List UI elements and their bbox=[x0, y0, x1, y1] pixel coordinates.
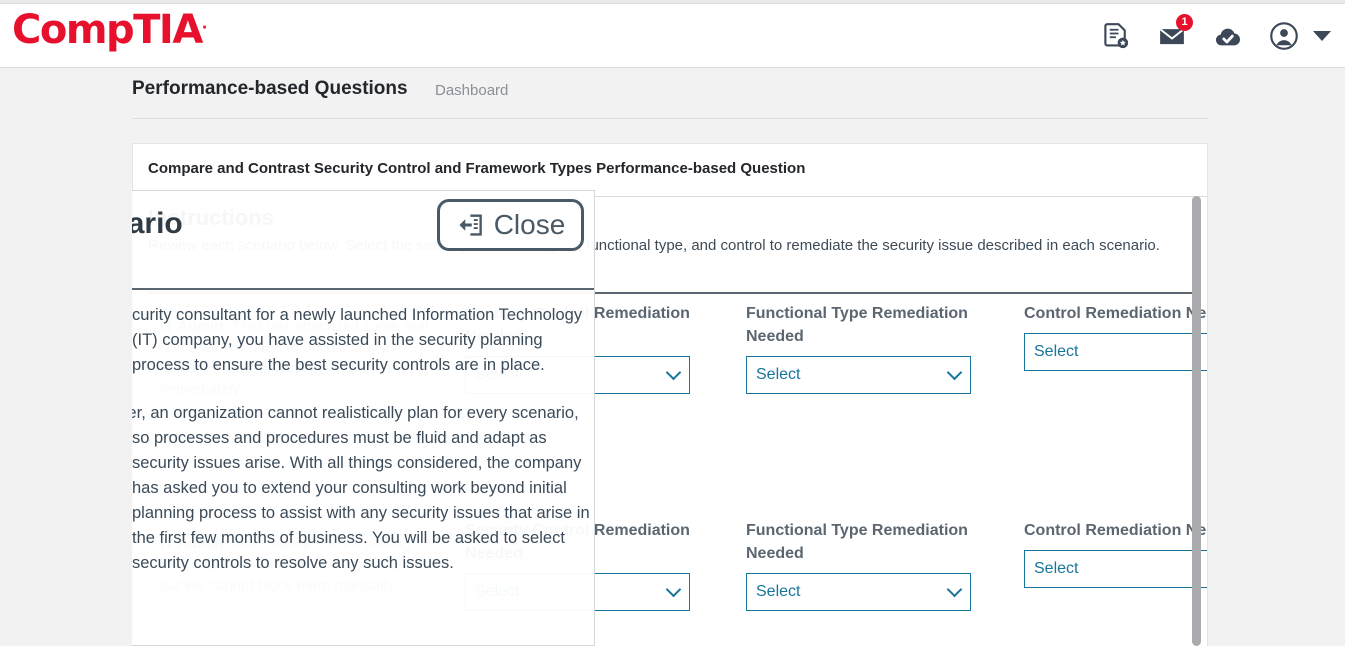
logo-text: CompTIA bbox=[12, 7, 203, 53]
column-header: Functional Type Remediation Needed bbox=[746, 305, 968, 345]
chevron-down-icon bbox=[946, 364, 963, 381]
scenario-modal-title: Scenario bbox=[132, 207, 183, 240]
breadcrumb-dashboard-link[interactable]: Dashboard bbox=[435, 82, 509, 99]
page-title: Performance-based Questions bbox=[132, 78, 408, 99]
control-remediation-cell: Control Remediation Needed Select bbox=[1024, 519, 1207, 588]
account-circle-icon[interactable] bbox=[1269, 21, 1299, 51]
control-remediation-cell: Control Remediation Needed Select bbox=[1024, 302, 1207, 371]
page-title-divider bbox=[132, 118, 1208, 119]
control-remediation-select[interactable]: Select bbox=[1024, 333, 1207, 371]
app-header: CompTIA. 1 bbox=[0, 4, 1345, 68]
select-value: Select bbox=[1034, 343, 1079, 360]
column-header: Functional Type Remediation Needed bbox=[746, 522, 968, 562]
scenario-modal-divider bbox=[132, 288, 594, 290]
document-star-icon[interactable] bbox=[1101, 21, 1131, 51]
vertical-scrollbar-thumb[interactable] bbox=[1192, 196, 1201, 646]
control-remediation-select[interactable]: Select bbox=[1024, 550, 1207, 588]
functional-type-select[interactable]: Select bbox=[746, 356, 971, 394]
scenario-modal-body: As a security consultant for a newly lau… bbox=[132, 303, 594, 576]
exit-arrow-icon bbox=[456, 210, 486, 240]
functional-type-cell: Functional Type Remediation Needed Selec… bbox=[746, 302, 1022, 394]
cloud-check-icon[interactable] bbox=[1213, 21, 1243, 51]
close-button[interactable]: Close bbox=[437, 199, 584, 251]
chevron-down-icon bbox=[665, 581, 682, 598]
vertical-scrollbar-track[interactable] bbox=[1192, 196, 1201, 646]
envelope-icon[interactable]: 1 bbox=[1157, 14, 1193, 51]
select-value: Select bbox=[1034, 560, 1079, 577]
select-value: Select bbox=[756, 583, 801, 600]
comptia-logo[interactable]: CompTIA. bbox=[12, 7, 208, 53]
scenario-modal: Scenario Close As a security consultant … bbox=[132, 190, 595, 646]
envelope-badge-count: 1 bbox=[1176, 14, 1193, 31]
logo-trademark: . bbox=[201, 14, 208, 33]
page-header-row: Performance-based Questions Dashboard bbox=[132, 78, 1208, 118]
close-button-label: Close bbox=[493, 209, 566, 240]
scenario-paragraph-1: As a security consultant for a newly lau… bbox=[132, 306, 583, 374]
chevron-down-icon bbox=[665, 364, 682, 381]
scenario-modal-header: Scenario Close bbox=[132, 191, 594, 290]
browser-top-strip bbox=[0, 0, 1345, 4]
question-card-title: Compare and Contrast Security Control an… bbox=[148, 160, 806, 177]
scenario-paragraph-2: However, an organization cannot realisti… bbox=[132, 404, 590, 572]
functional-type-cell: Functional Type Remediation Needed Selec… bbox=[746, 519, 1022, 611]
functional-type-select[interactable]: Select bbox=[746, 573, 971, 611]
column-header: Control Remediation Needed bbox=[1024, 305, 1207, 322]
header-icon-group: 1 bbox=[1101, 4, 1331, 68]
chevron-down-icon bbox=[946, 581, 963, 598]
card-title-divider bbox=[133, 196, 1207, 197]
instructions-divider bbox=[148, 292, 1192, 294]
select-value: Select bbox=[756, 366, 801, 383]
account-chevron-down-icon[interactable] bbox=[1313, 31, 1331, 41]
column-header: Control Remediation Needed bbox=[1024, 522, 1207, 539]
